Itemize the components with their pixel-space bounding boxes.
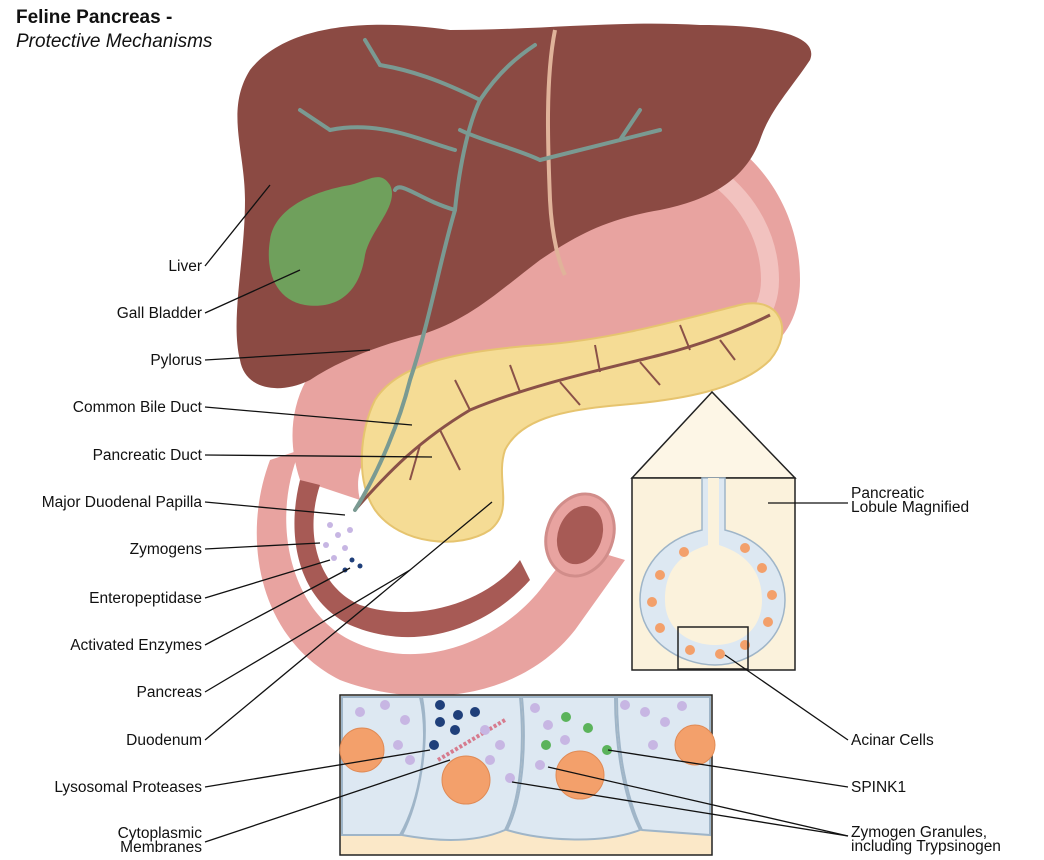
label-zymogens: Zymogens [130,541,202,558]
label-pancreas: Pancreas [137,684,202,701]
title-line-1: Feline Pancreas - [16,6,212,30]
label-common-bile-duct: Common Bile Duct [73,399,202,416]
label-cytoplasmic-membranes: Cytoplasmic Membranes [118,827,202,855]
label-gall-bladder: Gall Bladder [117,305,202,322]
label-lobule-line2: Lobule Magnified [851,501,969,515]
zymogen-dots [323,522,353,561]
label-cytoplasmic-line2: Membranes [118,841,202,855]
acinar-cells-detail [342,697,710,840]
title-line-2: Protective Mechanisms [16,30,212,54]
label-pancreatic-lobule: Pancreatic Lobule Magnified [851,487,969,515]
label-spink1: SPINK1 [851,779,906,796]
label-enteropeptidase: Enteropeptidase [89,590,202,607]
label-acinar-cells: Acinar Cells [851,732,934,749]
label-zymogen-line2: including Trypsinogen [851,840,1001,854]
label-pylorus: Pylorus [150,352,202,369]
label-activated-enzymes: Activated Enzymes [70,637,202,654]
magnify-pointer [632,392,795,478]
diagram-title: Feline Pancreas - Protective Mechanisms [16,6,212,54]
label-major-duodenal-papilla: Major Duodenal Papilla [42,494,202,511]
label-lysosomal-proteases: Lysosomal Proteases [54,779,202,796]
label-zymogen-granules: Zymogen Granules, including Trypsinogen [851,826,1001,854]
label-pancreatic-duct: Pancreatic Duct [93,447,202,464]
label-duodenum: Duodenum [126,732,202,749]
label-liver: Liver [168,258,202,275]
